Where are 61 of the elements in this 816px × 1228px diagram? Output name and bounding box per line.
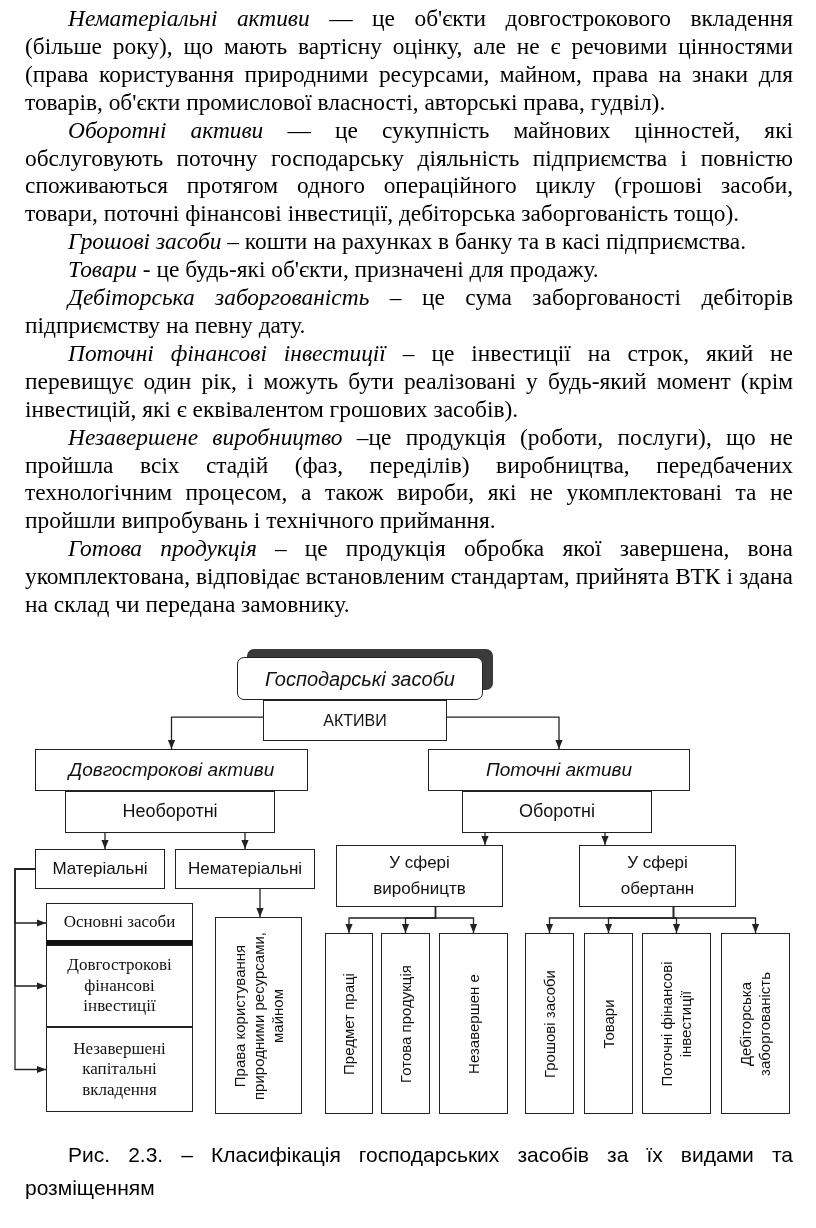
category-box: [721, 933, 790, 1114]
arrow: [481, 832, 489, 846]
arrow: [672, 906, 760, 934]
category-box: [65, 791, 275, 833]
node-label: У сфері обертанн: [619, 852, 696, 901]
category-box: [263, 700, 447, 741]
category-box: [579, 845, 736, 907]
category-box: [381, 933, 430, 1114]
node-label: Предмет праці: [339, 971, 358, 1077]
category-box: [462, 791, 652, 833]
category-box: [525, 933, 574, 1114]
category-box: [35, 849, 165, 889]
node-label: Довгострокові фінансові інвестиції: [66, 955, 173, 1017]
category-box: [46, 945, 193, 1027]
category-box: [46, 1027, 193, 1112]
node-label: Грошові засоби: [540, 968, 559, 1080]
node-label: Поточні активи: [485, 758, 633, 782]
category-box: [215, 917, 302, 1114]
category-box: [584, 933, 633, 1114]
node-label: Товари: [599, 997, 618, 1051]
arrow: [446, 716, 563, 750]
node-label: Права користування природними ресурсами, майном: [230, 930, 286, 1102]
node-label: Поточні фінансові інвестиції: [657, 960, 695, 1088]
node-label: Матеріальні: [52, 858, 148, 880]
definition-paragraph: Грошові засоби – кошти на рахунках в банку та в касі підприємства.: [67, 228, 748, 257]
arrow: [256, 888, 264, 918]
definition-paragraph: Дебіторська заборгованість – це сума заборгованості дебіторів підприємству на певну дату.: [25, 284, 793, 340]
arrow: [14, 868, 47, 1074]
node-label: Дебіторська заборгованість: [736, 970, 774, 1078]
category-box: [439, 933, 508, 1114]
node-label: Незавершен е: [464, 972, 483, 1076]
definition-paragraph: Оборотні активи — це сукупність майнових цінностей, які обслуговують поточну господарську діяльність підприємства і повністю споживаються протягом одного операційного циклу (грошові засоби, товари, поточні фінансові інвестиції, дебіторська заборгованість тощо).: [25, 116, 793, 229]
node-label: Господарські засоби: [265, 666, 455, 691]
figure-caption: Рис. 2.3. – Класифікація господарських засобів за їх видами та розміщенням: [25, 1142, 793, 1201]
arrow: [101, 832, 109, 850]
arrow: [241, 832, 249, 850]
definition-paragraph: Нематеріальні активи — це об'єкти довгострокового вкладення (більше року), що мають вартісну оцінку, але не є речовими цінностями (права користування природними ресурсами, майном, права на знаки для товарів, об'єкти промислової власності, авторські права, гудвіл).: [25, 5, 793, 117]
category-box: [642, 933, 711, 1114]
node-label: Нематеріальні: [187, 858, 303, 880]
node-label: Необоротні: [122, 801, 218, 823]
definition-paragraph: Поточні фінансові інвестиції – це інвестиції на строк, який не перевищує один рік, і можуть бути реалізовані у будь-який момент (крім інвестицій, які є еквівалентом грошових засобів).: [25, 339, 793, 424]
node-label: Основні засоби: [63, 911, 176, 933]
definition-paragraph: Готова продукція – це продукція обробка якої завершена, вона укомплектована, відповідає встановленим стандартам, прийнята ВТК і здана на склад чи передана замовнику.: [25, 535, 793, 619]
node-label: Оборотні: [518, 801, 596, 823]
definition-paragraph: Товари - це будь-які об'єкти, призначені для продажу.: [67, 256, 600, 285]
node-label: Незавершені капітальні вкладення: [72, 1038, 167, 1101]
node-label: Довгострокові активи: [68, 758, 275, 782]
category-box: [336, 845, 503, 907]
category-box: [325, 933, 373, 1114]
arrow: [434, 906, 478, 934]
node-label: АКТИВИ: [323, 710, 387, 731]
arrow: [167, 716, 264, 750]
category-box: [46, 903, 193, 945]
title-box: [237, 657, 483, 700]
definition-paragraph: Незавершене виробництво –це продукція (роботи, послуги), що не пройшла всіх стадій (фаз, переділів) виробництва, передбачених технологічним процесом, а також вироби, які не укомплектовані та не пройшли випробувань і технічного приймання.: [25, 423, 793, 536]
arrow: [601, 832, 609, 846]
category-box: [428, 749, 690, 791]
category-box: [35, 749, 308, 791]
node-label: У сфері виробництв: [372, 852, 467, 901]
node-label: Готова продукція: [396, 963, 415, 1085]
category-box: [175, 849, 315, 889]
